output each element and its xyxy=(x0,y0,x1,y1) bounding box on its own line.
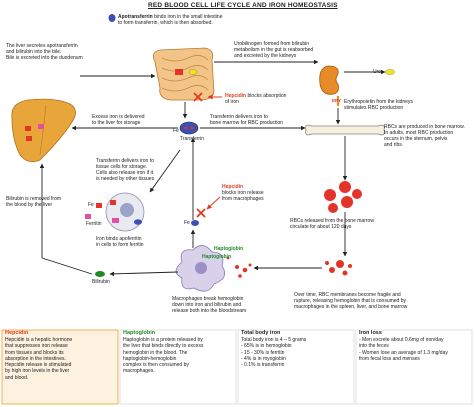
haptoglobin-label-1: Haptoglobin xyxy=(214,246,244,252)
transferrin-bone-marrow-label: Transferrin delivers iron to bone marrow… xyxy=(210,114,284,127)
bilirubin-label: Bilirubin xyxy=(92,279,110,285)
panel-haptoglobin-heading: Haptoglobin xyxy=(123,330,156,336)
bilirubin-removed-label: Bilirubin is removed from the blood by t… xyxy=(6,196,62,209)
apotransferrin-label: Apotransferrin binds iron in the small i… xyxy=(118,14,223,27)
fe-box-liver-3 xyxy=(26,136,32,141)
panel-hepcidin-heading: Hepcidin xyxy=(5,330,29,336)
panel-iron-loss: Iron loss - Men excrete about 0.6mg of i… xyxy=(359,330,470,404)
panel-hepcidin-bg xyxy=(1,329,119,405)
bilirubin-pill xyxy=(95,271,105,277)
panel-haptoglobin-bg xyxy=(119,329,237,405)
fe-label-center: Fe xyxy=(173,128,179,134)
panel-hepcidin: Hepcidin Hepcidin is a hepatic hormone t… xyxy=(5,330,116,404)
tissue-cell-illustration xyxy=(105,192,145,232)
apotransferrin-icon xyxy=(108,14,116,22)
panel-hepcidin-body: Hepcidin is a hepatic hormone that suppr… xyxy=(5,337,73,381)
panel-haptoglobin-body: Haptoglobin is a protein released by the… xyxy=(123,337,204,375)
ferritin-box xyxy=(85,214,91,219)
ferritin-label: Ferritin xyxy=(86,221,102,227)
haptoglobin-label-2: Haptoglobin xyxy=(202,254,232,260)
over-time-label: Over time, RBC membranes become fragile … xyxy=(294,292,408,311)
panel-iron-loss-bg xyxy=(355,329,473,405)
liver-illustration xyxy=(11,98,76,163)
rbcs-released-label: RBCs released from the bone marrow circu… xyxy=(290,218,374,231)
hepcidin-block-x-bottom xyxy=(196,208,206,218)
flow-arrows xyxy=(39,59,386,277)
fe-label-lower: Fe xyxy=(184,220,190,226)
transferrin-illustration xyxy=(179,121,199,135)
apoferritin-label: Iron binds apoferritin in cells to form … xyxy=(96,236,144,249)
rbc-fragments xyxy=(325,260,352,276)
tissue-cells-label: Transferrin delivers iron to tissue cell… xyxy=(96,158,155,183)
transferrin-label: Transferrin xyxy=(180,136,204,142)
panel-total-iron-body: Total body iron is 4 – 5 grams - 65% is … xyxy=(241,337,307,369)
hepcidin-macrophage-label: Hepcidin blocks iron release from macrop… xyxy=(222,184,264,203)
panel-haptoglobin: Haptoglobin Haptoglobin is a protein rel… xyxy=(123,330,234,404)
erythropoietin-label: Erythropoietin from the kidneys stimulat… xyxy=(344,99,413,112)
uro-pill-intestine xyxy=(188,69,198,75)
fe-box-tissue xyxy=(96,203,102,208)
kidney-illustration xyxy=(319,65,395,106)
fe-label-tissue: Fe xyxy=(88,202,94,208)
hemoglobin-fragments xyxy=(226,256,252,278)
bone-illustration xyxy=(305,124,385,136)
uro-pill-right xyxy=(385,69,395,75)
hepcidin-absorption-label: Hepcidin blocks absorption of iron xyxy=(225,93,287,106)
hepcidin-block-x-top xyxy=(193,92,203,102)
panel-iron-loss-body: - Men excrete about 0.6mg of iron/day in… xyxy=(359,337,448,362)
rbcs-produced-label: RBCs are produced in bone marrow. In adu… xyxy=(384,124,465,149)
intestine-illustration xyxy=(152,47,215,101)
fe-box-intestine xyxy=(175,69,183,75)
fe-box-liver-2 xyxy=(38,124,44,129)
urobilinogen-label: Urobilinogen formed from bilirubin metab… xyxy=(234,41,314,60)
panel-total-iron: Total body iron Total body iron is 4 – 5… xyxy=(241,330,352,404)
ery-label: ERY xyxy=(332,98,342,103)
panel-total-iron-bg xyxy=(237,329,355,405)
excess-iron-label: Excess iron is delivered to the liver fo… xyxy=(92,114,145,127)
uro-label: Uro xyxy=(373,69,382,75)
panel-total-iron-heading: Total body iron xyxy=(241,330,281,336)
fe-box-liver-1 xyxy=(25,126,31,131)
transferrin-small-pill xyxy=(191,220,199,226)
macrophage-illustration xyxy=(175,245,226,292)
page-title: RED BLOOD CELL LIFE CYCLE AND IRON HOMEO… xyxy=(148,2,338,9)
macrophages-break-label: Macrophages break hemoglobin down into i… xyxy=(172,296,247,315)
liver-secretes-label: The liver secretes apotransferrin and bi… xyxy=(6,43,83,62)
panel-iron-loss-heading: Iron loss xyxy=(359,330,382,336)
rbc-cluster xyxy=(324,181,362,213)
